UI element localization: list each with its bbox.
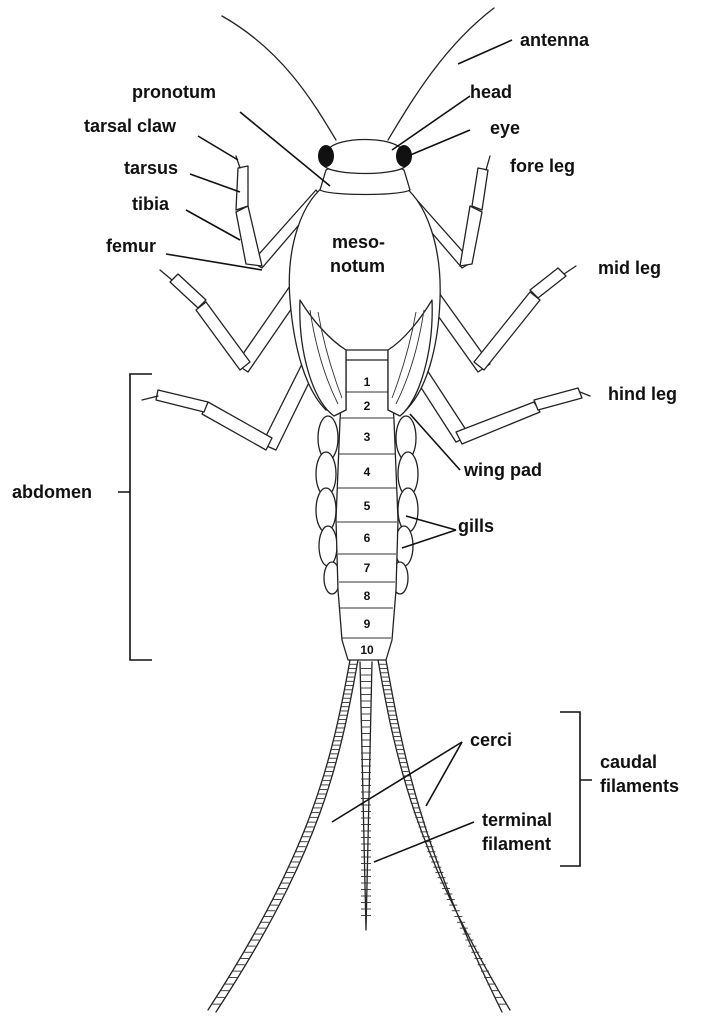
label-caudal-1: caudal [600, 752, 657, 772]
label-fore-leg: fore leg [510, 156, 575, 176]
label-antenna: antenna [520, 30, 590, 50]
segment-number: 3 [364, 430, 371, 444]
label-eye: eye [490, 118, 520, 138]
leader-pronotum [240, 112, 330, 186]
fore-leg-left-claw [236, 156, 240, 168]
fore-leg-right-claw [486, 156, 490, 170]
hind-leg-right-tarsus [534, 388, 582, 410]
label-mid-leg: mid leg [598, 258, 661, 278]
label-tarsal-claw: tarsal claw [84, 116, 177, 136]
leader-cerci-right [426, 742, 462, 806]
segment-number: 5 [364, 499, 371, 513]
label-head: head [470, 82, 512, 102]
label-femur: femur [106, 236, 156, 256]
leader-antenna [458, 40, 512, 64]
gill-left [319, 526, 337, 566]
label-tibia: tibia [132, 194, 170, 214]
label-cerci: cerci [470, 730, 512, 750]
segment-number: 10 [360, 643, 374, 657]
segment-number: 1 [364, 375, 371, 389]
label-hind-leg: hind leg [608, 384, 677, 404]
antenna-left [222, 16, 336, 140]
fore-leg-left-tarsus [236, 166, 248, 210]
mid-leg-left-tibia [196, 302, 250, 370]
label-terminal-2: filament [482, 834, 551, 854]
gill-right [398, 488, 418, 532]
gill-left [316, 488, 336, 532]
mid-leg-left-claw [160, 270, 172, 280]
segment-number: 8 [364, 589, 371, 603]
leader-head [392, 96, 470, 150]
leader-eye [408, 130, 470, 156]
label-mesonotum-1: meso- [332, 232, 385, 252]
head-shape [324, 140, 406, 174]
caudal-bracket [560, 712, 592, 866]
label-wing-pad: wing pad [463, 460, 542, 480]
fore-leg-right-tarsus [472, 168, 488, 210]
antenna-right [388, 8, 494, 140]
segment-number: 4 [364, 465, 371, 479]
hind-leg-left-tibia [202, 402, 272, 450]
hind-leg-right-tibia [456, 402, 540, 444]
leader-tarsal-claw [198, 136, 238, 160]
mid-leg-right-claw [564, 266, 576, 274]
segment-number: 2 [364, 399, 371, 413]
fore-leg-left-tibia [236, 206, 262, 266]
label-gills: gills [458, 516, 494, 536]
label-pronotum: pronotum [132, 82, 216, 102]
abdomen-bracket [118, 374, 152, 660]
caudal-filaments [208, 660, 510, 1012]
leader-tarsus [190, 174, 240, 192]
filament-annulations [212, 664, 506, 1004]
segment-number: 7 [364, 561, 371, 575]
leader-terminal-filament [374, 822, 474, 862]
cercus-left [208, 660, 358, 1012]
segment-number: 9 [364, 617, 371, 631]
label-abdomen: abdomen [12, 482, 92, 502]
head-capsule [318, 140, 412, 174]
mid-leg-right-tarsus [530, 268, 566, 298]
label-terminal-1: terminal [482, 810, 552, 830]
hind-leg-left-tarsus [156, 390, 208, 412]
eye-left-icon [318, 145, 334, 167]
antennae [222, 8, 494, 140]
label-tarsus: tarsus [124, 158, 178, 178]
label-caudal-2: filaments [600, 776, 679, 796]
fore-leg-right-tibia [460, 206, 482, 266]
segment-number: 6 [364, 531, 371, 545]
mid-leg-left-tarsus [170, 274, 206, 308]
mid-leg-right-tibia [474, 292, 540, 370]
leader-tibia [186, 210, 240, 240]
label-mesonotum-2: notum [330, 256, 385, 276]
